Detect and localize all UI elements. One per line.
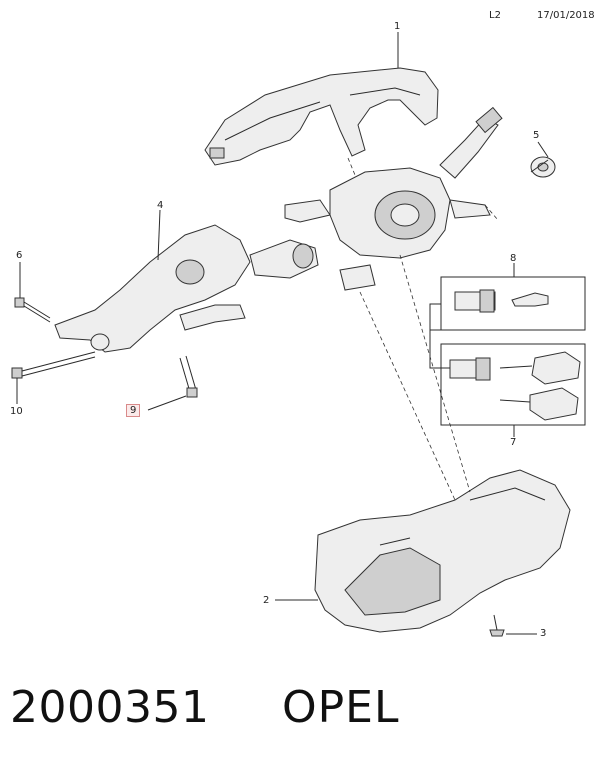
- callout-1: 1: [394, 21, 401, 32]
- assembly-dashed-lines: [347, 157, 499, 501]
- bolt-part-9: [179, 355, 198, 398]
- callout-4: 4: [157, 200, 164, 211]
- callout-7: 7: [510, 437, 517, 448]
- brand-name: OPEL: [282, 682, 400, 733]
- steering-column-part: [54, 224, 319, 353]
- callout-6: 6: [16, 250, 23, 261]
- part-number: 2000351: [10, 682, 210, 733]
- bolt-part-10: [11, 351, 96, 379]
- diagram-reference: L2: [489, 10, 501, 21]
- callout-8: 8: [510, 253, 517, 264]
- callout-10: 10: [10, 406, 23, 417]
- callout-3: 3: [540, 628, 547, 639]
- upper-cover-part: [204, 67, 439, 166]
- switch-assembly-part: [284, 106, 503, 291]
- ignition-bezel-part: [530, 156, 556, 178]
- lock-cylinder-kit-8: [440, 276, 586, 331]
- lower-cover-part: [314, 469, 571, 633]
- lock-cylinder-kit-7: [440, 343, 586, 426]
- bolt-part-6: [14, 297, 51, 323]
- screw-part-3: [489, 614, 505, 637]
- callout-9-highlighted: 9: [126, 404, 141, 417]
- leader-lines: [16, 32, 549, 635]
- diagram-date: 17/01/2018: [537, 10, 595, 21]
- callout-5: 5: [533, 130, 540, 141]
- callout-2: 2: [263, 595, 270, 606]
